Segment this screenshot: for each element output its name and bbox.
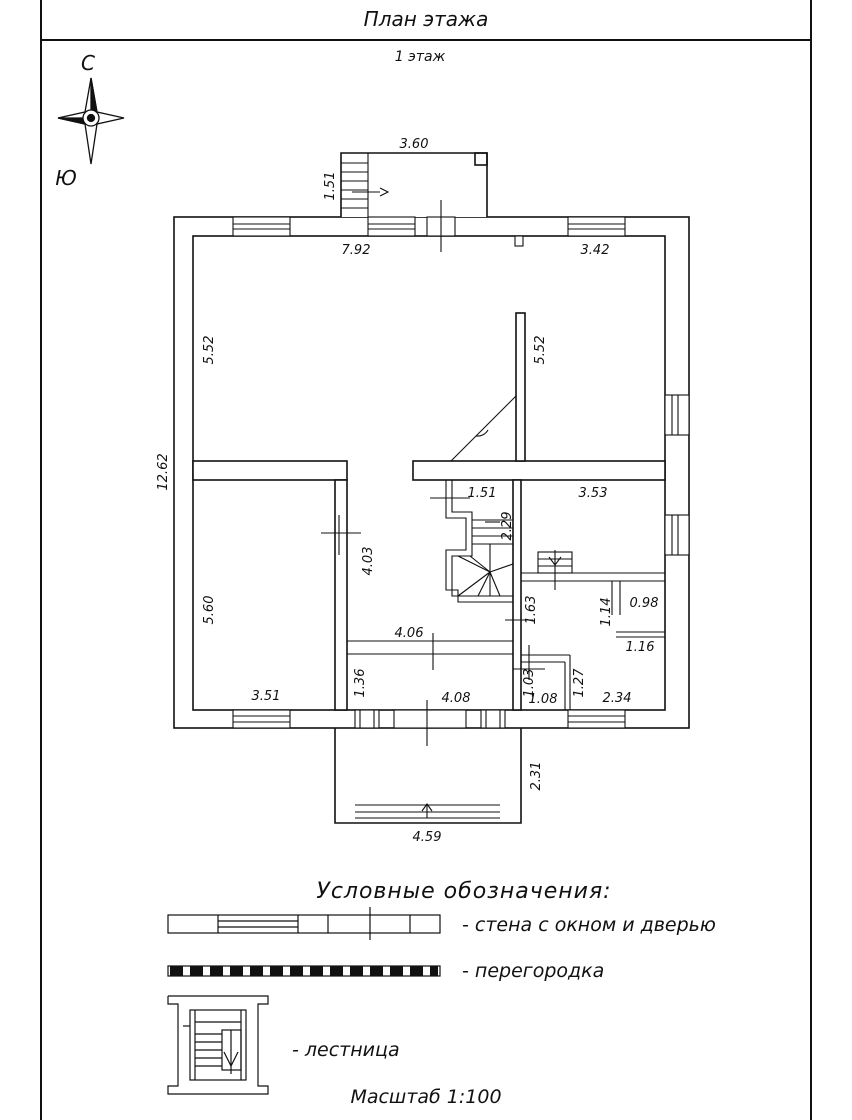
dim-porch-top-width: 3.60 bbox=[400, 137, 429, 152]
dimension-labels: 3.60 1.51 7.92 3.42 5.52 5.52 12.62 5.60… bbox=[156, 137, 658, 845]
top-porch bbox=[340, 152, 488, 217]
interior-walls bbox=[192, 312, 666, 711]
dim-porch-top-depth: 1.51 bbox=[323, 172, 338, 201]
dim-vestibule-height: 1.36 bbox=[353, 669, 368, 698]
legend-partition-symbol bbox=[167, 965, 441, 977]
top-wall-windows bbox=[232, 200, 626, 252]
dim-small-room-height: 2.29 bbox=[500, 512, 515, 541]
drawing-frame bbox=[40, 0, 812, 1120]
dim-wc-width: 1.08 bbox=[529, 692, 558, 707]
plan-title: План этажа bbox=[364, 7, 489, 31]
legend-wall-symbol bbox=[167, 907, 441, 940]
interior-stair bbox=[445, 480, 514, 603]
dim-lower-left-height: 5.60 bbox=[202, 596, 217, 625]
scale-label: Масштаб 1:100 bbox=[350, 1086, 501, 1108]
dim-terrace-depth: 2.31 bbox=[529, 762, 544, 791]
dim-lower-left-width: 3.51 bbox=[252, 689, 281, 704]
dim-top-left-width: 7.92 bbox=[342, 243, 371, 258]
legend-stairs-symbol bbox=[167, 995, 269, 1095]
small-stair bbox=[537, 550, 573, 590]
dim-closet-height: 1.14 bbox=[599, 598, 614, 627]
partitions bbox=[321, 497, 665, 746]
dim-top-right-width: 3.42 bbox=[581, 243, 610, 258]
bottom-terrace bbox=[334, 728, 522, 824]
door-swing bbox=[450, 395, 517, 462]
compass-north-label: С bbox=[81, 51, 95, 75]
dim-bath-width: 2.34 bbox=[603, 691, 632, 706]
dim-small-room-width: 3.53 bbox=[579, 486, 608, 501]
dim-hall-height: 4.03 bbox=[361, 547, 376, 576]
dim-bath-height: 1.27 bbox=[572, 668, 587, 698]
legend-wall-text: - стена с окном и дверью bbox=[462, 914, 716, 936]
dim-big-room-height: 5.52 bbox=[202, 336, 217, 365]
dim-terrace-width: 4.59 bbox=[413, 830, 442, 845]
dim-partition-height: 5.52 bbox=[533, 336, 548, 365]
compass-south-label: Ю bbox=[55, 166, 77, 190]
right-wall-windows bbox=[664, 394, 690, 556]
dim-overall-height: 12.62 bbox=[156, 453, 171, 490]
dim-closet-width: 0.98 bbox=[630, 596, 659, 611]
dim-closet-bottom-width: 1.16 bbox=[626, 640, 655, 655]
bottom-wall-windows bbox=[232, 709, 626, 729]
dim-wc-height: 1.03 bbox=[522, 669, 537, 698]
legend-stairs-text: - лестница bbox=[292, 1039, 400, 1061]
legend-title: Условные обозначения: bbox=[316, 879, 611, 904]
floor-label: 1 этаж bbox=[395, 49, 446, 65]
dim-stair-width: 1.51 bbox=[468, 486, 497, 501]
dim-corridor-height: 1.63 bbox=[524, 596, 539, 625]
compass-rose-icon bbox=[57, 77, 125, 165]
dim-vestibule-width: 4.08 bbox=[442, 691, 471, 706]
dim-hall-bottom-width: 4.06 bbox=[395, 626, 424, 641]
legend-partition-text: - перегородка bbox=[462, 960, 604, 982]
